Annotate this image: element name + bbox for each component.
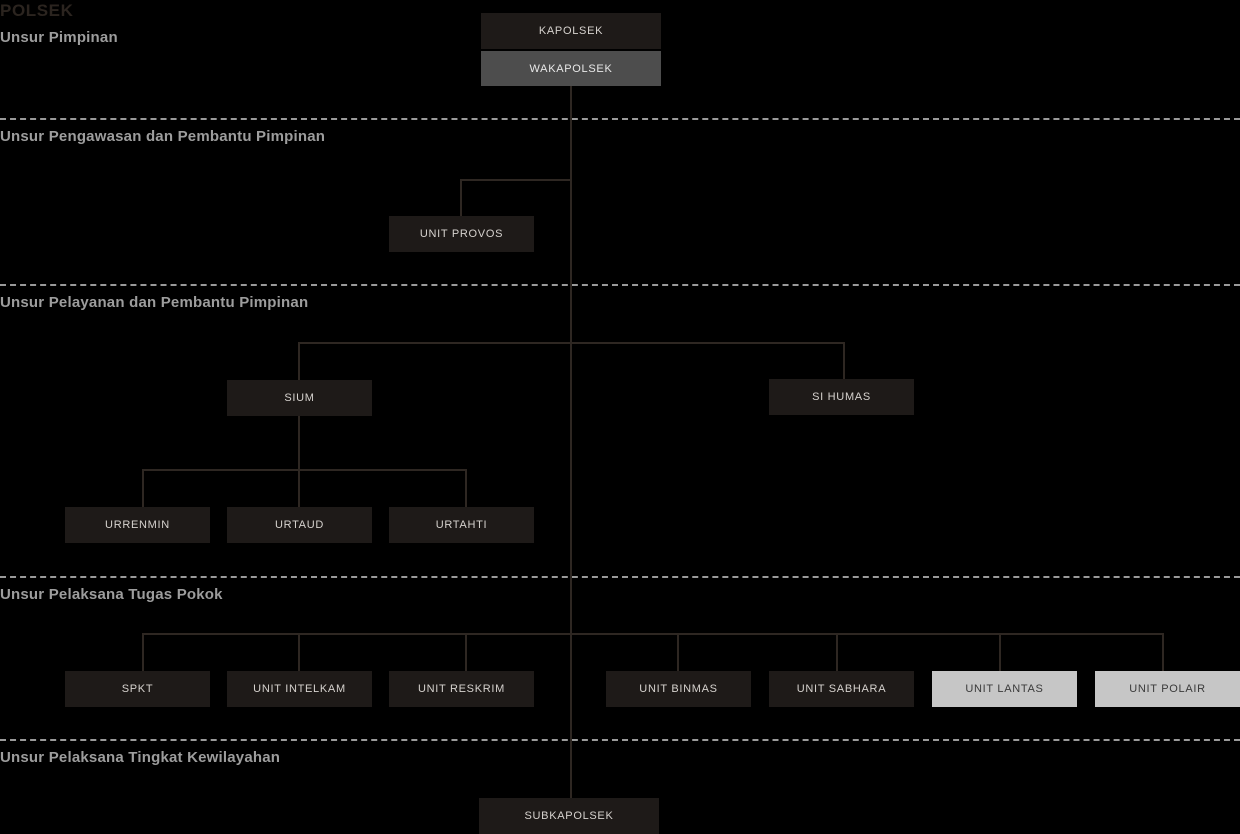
node-spkt[interactable]: SPKT — [65, 671, 210, 707]
page-title: POLSEK — [0, 1, 74, 20]
node-urtahti[interactable]: URTAHTI — [389, 507, 534, 543]
connector-reskrim-drop — [465, 633, 467, 671]
connector-provos-vertical — [460, 179, 462, 216]
node-unit-intelkam[interactable]: UNIT INTELKAM — [227, 671, 372, 707]
node-urtaud[interactable]: URTAUD — [227, 507, 372, 543]
connector-provos-horizontal — [460, 179, 572, 181]
connector-sabhara-drop — [836, 633, 838, 671]
connector-urrenmin-drop — [142, 469, 144, 507]
connector-urtaud-drop — [298, 469, 300, 507]
node-si-humas[interactable]: SI HUMAS — [769, 379, 914, 415]
node-unit-polair[interactable]: UNIT POLAIR — [1095, 671, 1240, 707]
connector-polair-drop — [1162, 633, 1164, 671]
connector-lantas-drop — [999, 633, 1001, 671]
node-subkapolsek[interactable]: SUBKAPOLSEK — [479, 798, 659, 834]
section-label-unsur-pelayanan: Unsur Pelayanan dan Pembantu Pimpinan — [0, 294, 309, 311]
connector-spkt-drop — [142, 633, 144, 671]
divider-pengawasan — [0, 118, 1240, 120]
divider-pelaksana-tugas — [0, 576, 1240, 578]
connector-sium-subtrunk — [298, 416, 300, 469]
divider-pelaksana-kewilayahan — [0, 739, 1240, 741]
connector-sium-drop — [298, 342, 300, 380]
node-unit-sabhara[interactable]: UNIT SABHARA — [769, 671, 914, 707]
node-kapolsek[interactable]: KAPOLSEK — [481, 13, 661, 49]
node-unit-lantas[interactable]: UNIT LANTAS — [932, 671, 1077, 707]
connector-units-horizontal — [142, 633, 1164, 635]
connector-intelkam-drop — [298, 633, 300, 671]
section-label-unsur-pelaksana-tugas: Unsur Pelaksana Tugas Pokok — [0, 586, 223, 603]
node-unit-binmas[interactable]: UNIT BINMAS — [606, 671, 751, 707]
section-label-unsur-pengawasan: Unsur Pengawasan dan Pembantu Pimpinan — [0, 128, 326, 145]
connector-sihumas-drop — [843, 342, 845, 380]
node-unit-provos[interactable]: UNIT PROVOS — [389, 216, 534, 252]
connector-urtahti-drop — [465, 469, 467, 507]
node-unit-reskrim[interactable]: UNIT RESKRIM — [389, 671, 534, 707]
trunk-connector — [570, 86, 572, 798]
node-wakapolsek[interactable]: WAKAPOLSEK — [481, 51, 661, 86]
connector-urbar-horizontal — [142, 469, 467, 471]
divider-pelayanan — [0, 284, 1240, 286]
node-sium[interactable]: SIUM — [227, 380, 372, 416]
node-urrenmin[interactable]: URRENMIN — [65, 507, 210, 543]
section-label-unsur-kewilayahan: Unsur Pelaksana Tingkat Kewilayahan — [0, 749, 281, 766]
connector-binmas-drop — [677, 633, 679, 671]
section-label-unsur-pimpinan: Unsur Pimpinan — [0, 29, 118, 46]
